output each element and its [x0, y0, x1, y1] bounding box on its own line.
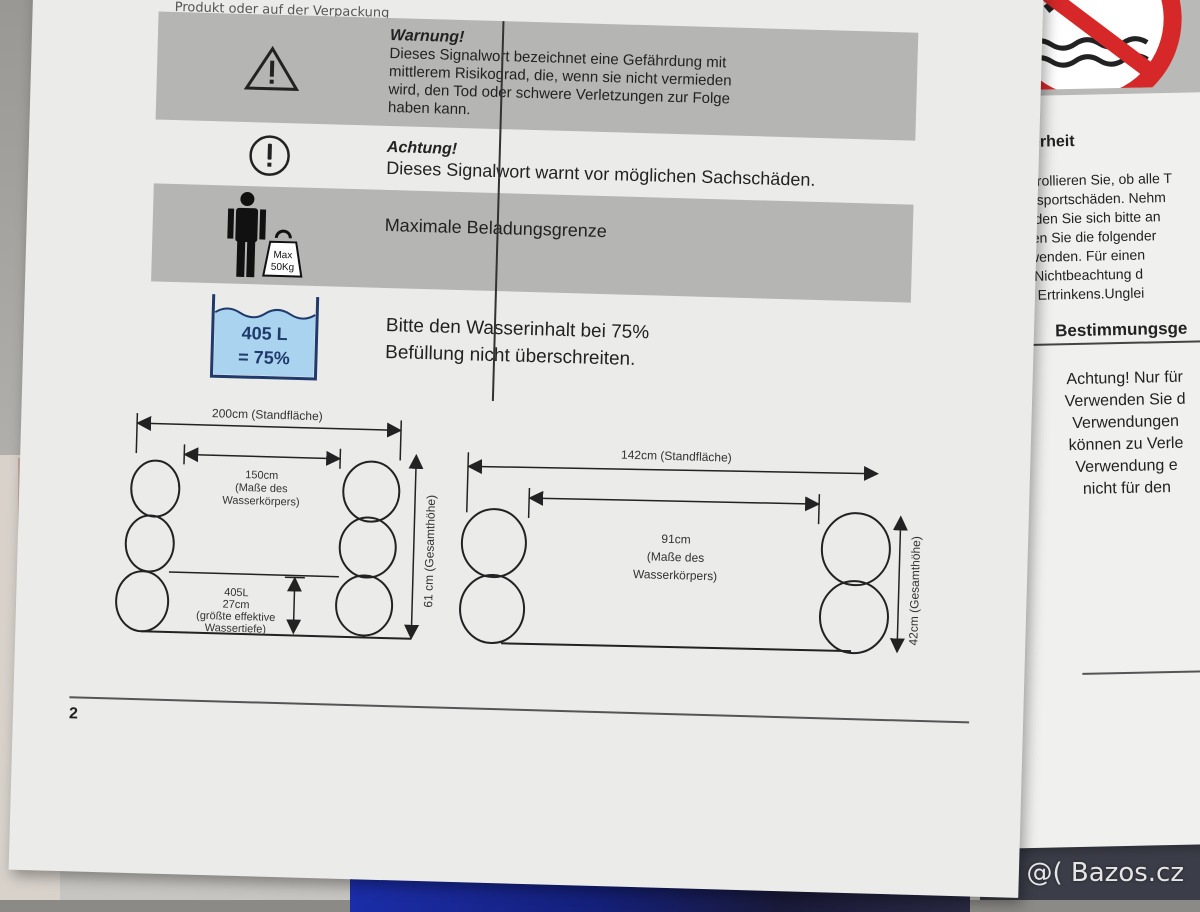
right-inner-width: 91cm	[661, 532, 691, 547]
pool-dimension-diagrams: 200cm (Standfläche) 150cm (Maße des Wass…	[115, 406, 923, 655]
watermark: @( Bazos.cz	[1026, 858, 1185, 888]
paragraph-line: nicht für den	[1082, 479, 1172, 498]
left-inner-note: (Maße des	[235, 482, 288, 495]
paragraph-line: Verwendungen	[1072, 412, 1180, 433]
right-inner-note: (Maße des	[647, 549, 705, 565]
section-heading-bestimmung: Bestimmungsge	[1054, 318, 1188, 341]
weight-value-label: 50Kg	[271, 262, 295, 274]
left-depth-note: Wassertiefe)	[205, 622, 267, 636]
right-inner-note: Wasserkörpers)	[633, 567, 718, 583]
wasser-row: 405 L = 75% Bitte den Wasserinhalt bei 7…	[148, 283, 910, 402]
tank-percent: = 75%	[238, 347, 290, 368]
manual-page: Produkt oder auf der Verpackung Warnung!…	[8, 0, 1044, 898]
left-volume: 405L	[224, 587, 249, 600]
warnung-row: Warnung! Dieses Signalwort bezeichnet ei…	[155, 11, 919, 141]
water-tank-icon: 405 L = 75%	[209, 294, 320, 381]
left-depth-note: (größte effektive	[196, 610, 276, 624]
tank-volume: 405 L	[241, 323, 288, 344]
warning-triangle-icon	[243, 45, 300, 91]
person-weight-icon: Max 50Kg	[227, 192, 303, 278]
achtung-row: Achtung! Dieses Signalwort warnt vor mög…	[154, 123, 915, 202]
right-standflaeche-label: 142cm (Standfläche)	[621, 448, 732, 465]
left-inner-width: 150cm	[245, 469, 278, 482]
beladung-row: Max 50Kg Maximale Beladungsgrenze	[151, 183, 914, 303]
weight-max-label: Max	[273, 250, 292, 262]
bestimmung-paragraph: Achtung! Nur für Verwenden Sie d Verwend…	[1064, 367, 1188, 502]
right-height-label: 42cm (Gesamthöhe)	[906, 536, 923, 646]
paragraph-line: können zu Verle	[1068, 434, 1184, 455]
paragraph-line: Verwenden Sie d	[1064, 390, 1186, 411]
left-depth: 27cm	[222, 599, 249, 612]
exclamation-circle-icon	[249, 135, 290, 176]
left-pool-diagram: 200cm (Standfläche) 150cm (Maße des Wass…	[115, 406, 438, 640]
left-standflaeche-label: 200cm (Standfläche)	[212, 406, 323, 423]
divider	[1082, 668, 1200, 675]
paragraph-line: Achtung! Nur für	[1066, 368, 1184, 389]
left-inner-note: Wasserkörpers)	[222, 494, 300, 508]
left-height-label: 61 cm (Gesamthöhe)	[421, 495, 438, 608]
right-pool-diagram: 142cm (Standfläche) 91cm (Maße des Wasse…	[459, 448, 923, 655]
paragraph-line: Verwendung e	[1075, 456, 1178, 477]
page-number: 2	[68, 705, 79, 723]
beladung-text: Maximale Beladungsgrenze	[384, 214, 608, 242]
